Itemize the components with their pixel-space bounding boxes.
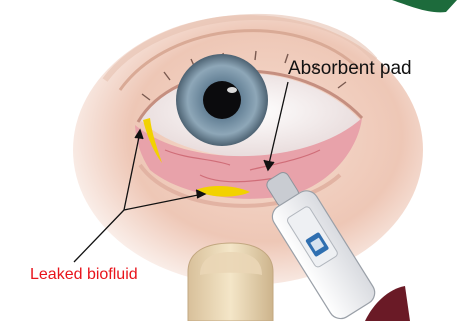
corner-accent-shape (392, 0, 457, 12)
leaked-biofluid-label: Leaked biofluid (30, 266, 138, 284)
absorbent-pad-label: Absorbent pad (288, 58, 412, 80)
eye-highlight (227, 87, 237, 93)
pupil (203, 81, 241, 119)
